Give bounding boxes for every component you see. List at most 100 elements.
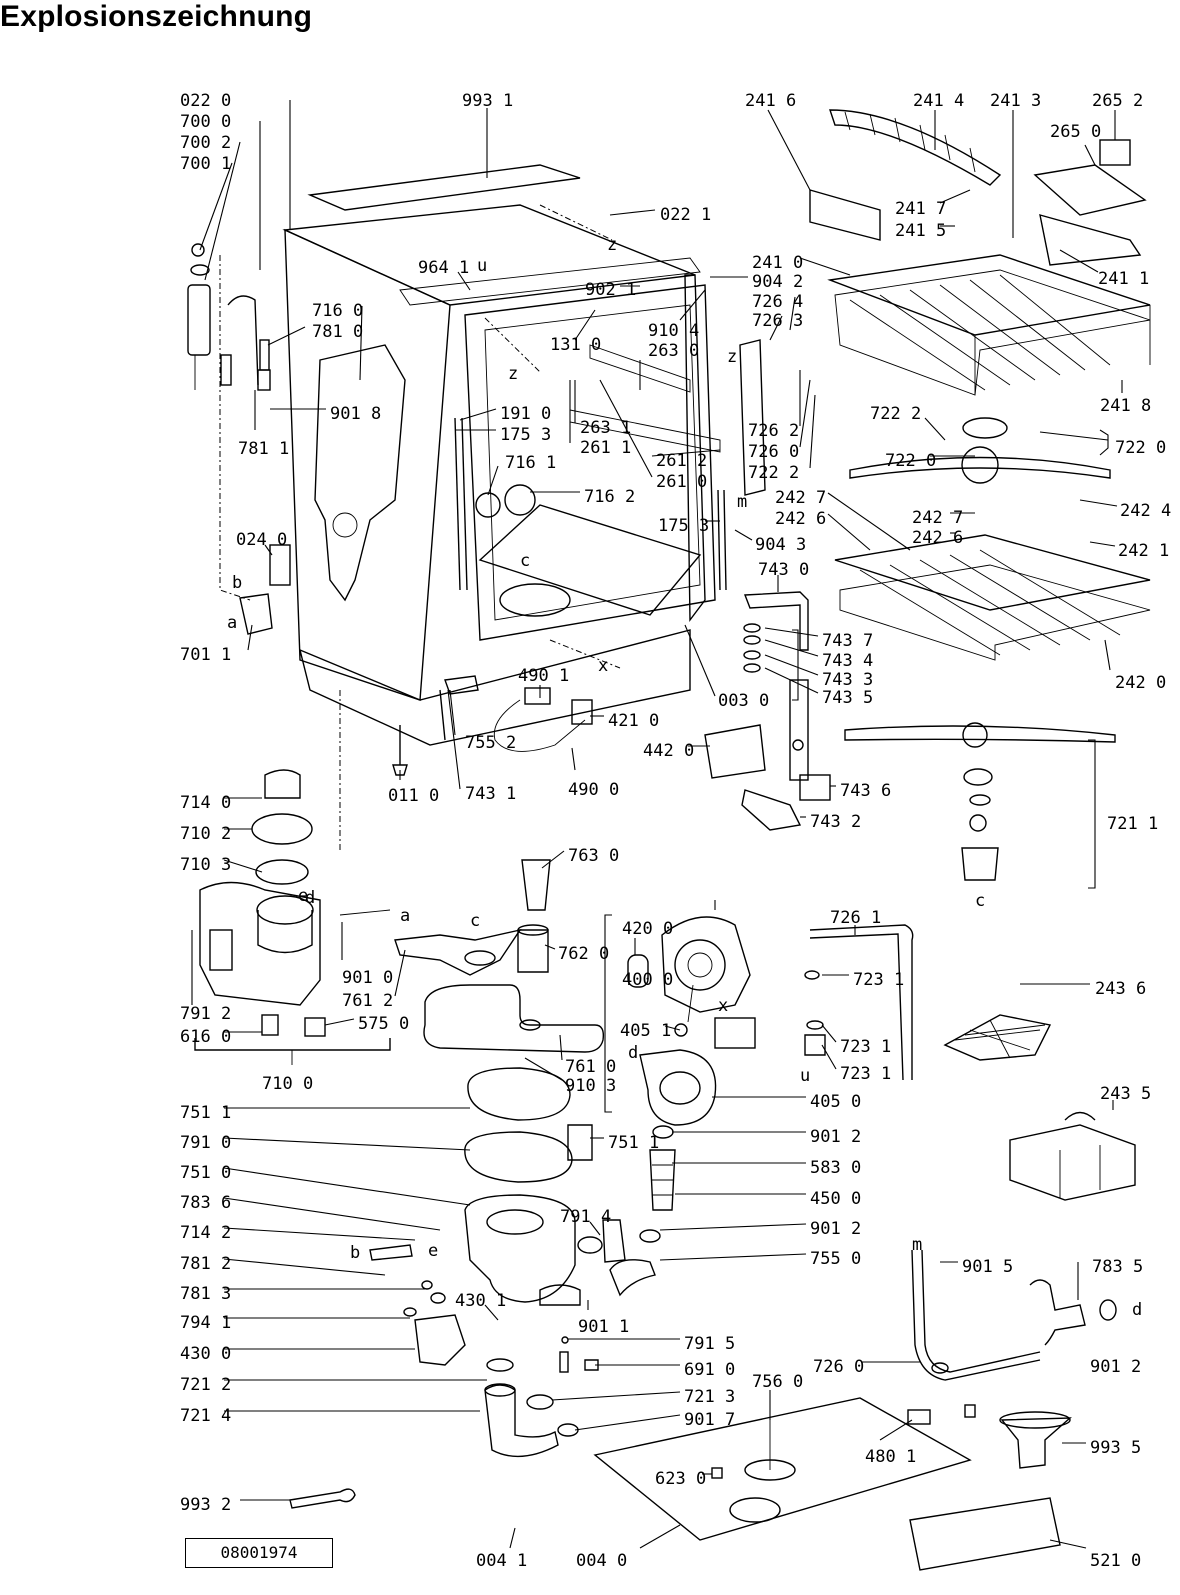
leader-line — [487, 465, 499, 496]
part-label: 901 5 — [962, 1257, 1013, 1277]
leader-line — [223, 1137, 471, 1151]
leader-line — [809, 394, 816, 469]
part-label: 243 6 — [1095, 979, 1146, 999]
leader-line — [459, 408, 497, 421]
part-label: 791 2 — [180, 1004, 231, 1024]
leader-line — [1084, 144, 1096, 166]
part-label: 743 2 — [810, 812, 861, 832]
reference-marker: u — [477, 256, 487, 276]
leader-line — [559, 1034, 563, 1061]
document-number: 08001974 — [185, 1538, 333, 1568]
leader-line — [541, 850, 565, 869]
part-label: 791 0 — [180, 1133, 231, 1153]
leader-line — [574, 1414, 681, 1431]
part-label: 721 1 — [1107, 814, 1158, 834]
part-label: 420 0 — [622, 919, 673, 939]
reference-marker: c — [470, 911, 480, 931]
part-label: 521 0 — [1090, 1551, 1141, 1571]
leader-lines — [191, 100, 1123, 1549]
part-label: 791 5 — [684, 1334, 735, 1354]
leader-line — [223, 1227, 416, 1241]
part-label: 241 1 — [1098, 269, 1149, 289]
part-label: 714 0 — [180, 793, 231, 813]
leader-line — [799, 257, 851, 276]
leader-line — [551, 1391, 681, 1401]
part-label: 716 0 — [312, 301, 363, 321]
part-label: 242 7 — [912, 508, 963, 528]
part-label: 716 2 — [584, 487, 635, 507]
part-label: 751 0 — [180, 1163, 231, 1183]
part-label: 761 0 — [565, 1057, 616, 1077]
reference-marker: a — [400, 906, 410, 926]
part-label: 993 1 — [462, 91, 513, 111]
part-label: 623 0 — [655, 1469, 706, 1489]
part-label: 716 1 — [505, 453, 556, 473]
part-label: 726 1 — [830, 908, 881, 928]
part-label: 405 0 — [810, 1092, 861, 1112]
reference-marker: c — [975, 891, 985, 911]
part-label: 004 1 — [476, 1551, 527, 1571]
part-label: 241 7 — [895, 199, 946, 219]
part-label: 993 5 — [1090, 1438, 1141, 1458]
part-label: 726 0 — [813, 1357, 864, 1377]
reference-marker: u — [800, 1066, 810, 1086]
reference-marker: x — [718, 996, 728, 1016]
part-label: 430 1 — [455, 1291, 506, 1311]
page-title: Explosionszeichnung — [0, 0, 313, 33]
leader-line — [639, 1524, 681, 1549]
part-label: 583 0 — [810, 1158, 861, 1178]
part-label: 761 2 — [342, 991, 393, 1011]
part-label: 241 4 — [913, 91, 964, 111]
part-label: 241 6 — [745, 91, 796, 111]
part-label: 743 0 — [758, 560, 809, 580]
part-label: 781 1 — [238, 439, 289, 459]
leader-line — [821, 1044, 837, 1070]
part-label: 022 0 — [180, 91, 231, 111]
part-label: 714 2 — [180, 1223, 231, 1243]
part-label: 901 7 — [684, 1410, 735, 1430]
part-label: 910 3 — [565, 1076, 616, 1096]
leader-line — [394, 949, 406, 997]
leader-line — [1049, 1539, 1087, 1549]
leader-line — [939, 189, 971, 204]
leader-line — [659, 1223, 807, 1231]
part-label: 242 0 — [1115, 673, 1166, 693]
part-label: 755 2 — [465, 733, 516, 753]
softener-assembly — [194, 769, 391, 1065]
part-label: 575 0 — [358, 1014, 409, 1034]
part-label: 726 4 — [752, 292, 803, 312]
door-parts — [392, 591, 831, 831]
part-label: 242 6 — [912, 528, 963, 548]
leader-line — [1089, 541, 1116, 547]
leader-line — [359, 305, 363, 381]
part-label: 701 1 — [180, 645, 231, 665]
part-label: 430 0 — [180, 1344, 231, 1364]
reference-marker: x — [598, 656, 608, 676]
part-label: 242 7 — [775, 488, 826, 508]
leader-line — [223, 1197, 441, 1231]
leader-line — [457, 271, 471, 291]
part-label: 700 1 — [180, 154, 231, 174]
leader-line — [609, 209, 656, 216]
reference-marker: b — [232, 573, 242, 593]
part-label: 781 3 — [180, 1284, 231, 1304]
leader-line — [764, 667, 819, 694]
part-label: 783 6 — [180, 1193, 231, 1213]
upper-basket — [809, 109, 1151, 881]
part-label: 756 0 — [752, 1372, 803, 1392]
part-label: 904 3 — [755, 535, 806, 555]
part-label: 191 0 — [500, 404, 551, 424]
leader-line — [1039, 431, 1109, 441]
leader-line — [574, 309, 596, 341]
part-label: 480 1 — [865, 1447, 916, 1467]
leader-line — [1059, 249, 1099, 273]
part-label: 743 1 — [465, 784, 516, 804]
leader-line — [1079, 499, 1118, 507]
part-label: 242 4 — [1120, 501, 1171, 521]
part-label: 901 2 — [1090, 1357, 1141, 1377]
part-label: 241 5 — [895, 221, 946, 241]
part-label: 405 1 — [620, 1021, 671, 1041]
leader-line — [324, 1018, 355, 1026]
part-label: 743 6 — [840, 781, 891, 801]
